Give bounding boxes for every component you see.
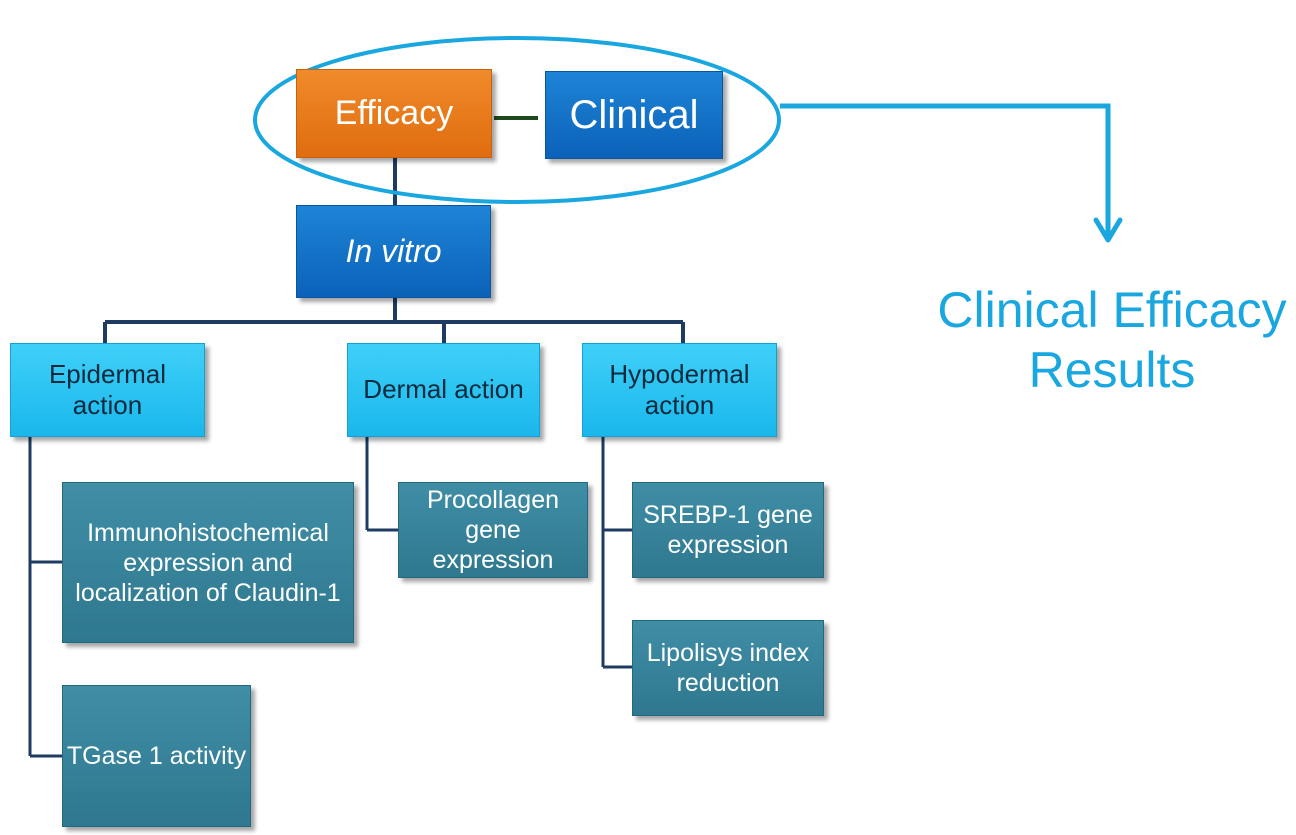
clinical-label: Clinical [569,93,699,137]
side-label-line2: Results [1028,342,1196,398]
results-arrow-head [1093,217,1123,243]
dermal-action-node: Dermal action [347,343,540,437]
side-label-line1: Clinical Efficacy [937,282,1287,338]
claudin-node: Immunohistochemical expression and local… [62,482,354,643]
highlight-ellipse [253,36,781,204]
hypodermal-action-label: Hypodermal action [609,358,750,420]
efficacy-label: Efficacy [334,94,454,133]
in-vitro-label: In vitro [345,233,442,270]
procollagen-node: Procollagen gene expression [398,482,588,578]
tgase-label: TGase 1 activity [66,742,247,770]
srebp-label: SREBP-1 gene expression [643,501,813,559]
procollagen-label: Procollagen gene expression [426,486,560,574]
srebp-node: SREBP-1 gene expression [632,482,824,578]
lipolisys-label: Lipolisys index reduction [646,639,810,697]
clinical-node: Clinical [545,71,723,159]
lipolisys-node: Lipolisys index reduction [632,620,824,716]
results-arrow-line [780,103,1111,236]
tgase-node: TGase 1 activity [62,685,251,827]
dermal-action-label: Dermal action [363,374,524,405]
epidermal-action-node: Epidermal action [10,343,205,437]
efficacy-node: Efficacy [296,69,492,158]
clinical-efficacy-results-label: Clinical Efficacy Results [920,280,1296,400]
claudin-label: Immunohistochemical expression and local… [75,518,341,607]
in-vitro-node: In vitro [296,205,491,298]
hypodermal-action-node: Hypodermal action [582,343,777,437]
epidermal-action-label: Epidermal action [48,358,167,420]
